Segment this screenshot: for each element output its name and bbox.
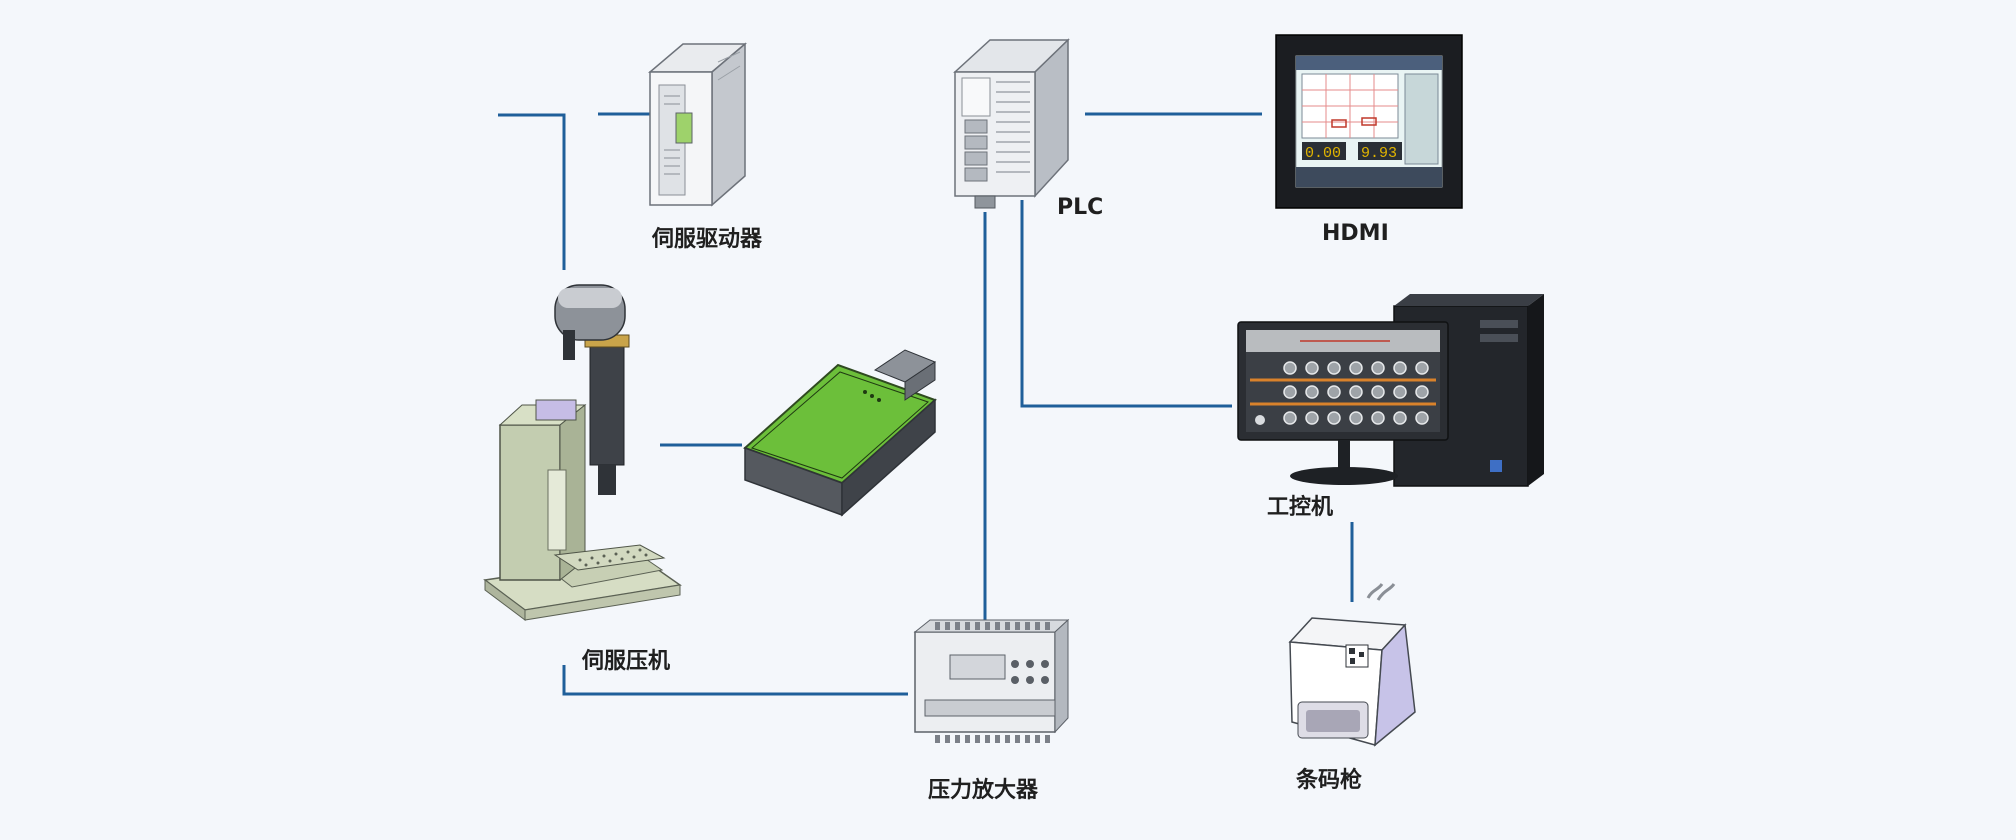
edge-servo-driver-servo-press bbox=[498, 113, 566, 270]
servo-press-label: 伺服压机 bbox=[581, 648, 670, 674]
hmi-value-left: 0.00 bbox=[1305, 145, 1341, 162]
amplifier-label: 压力放大器 bbox=[928, 777, 1039, 803]
servo-driver-icon[interactable] bbox=[647, 42, 748, 207]
plc-label: PLC bbox=[1057, 195, 1103, 220]
hmi-value-right: 9.93 bbox=[1361, 145, 1397, 162]
pressure-amplifier-icon[interactable] bbox=[913, 618, 1070, 743]
plc-icon[interactable] bbox=[953, 38, 1070, 209]
ipc-label: 工控机 bbox=[1267, 494, 1333, 520]
servo-press-icon[interactable] bbox=[483, 284, 682, 621]
sensor-box-icon[interactable] bbox=[743, 349, 937, 517]
edge-servo-press-amplifier bbox=[562, 665, 908, 696]
edge-plc-ipc bbox=[1020, 200, 1232, 408]
hmi-label: HDMI bbox=[1322, 221, 1389, 246]
barcode-scanner-icon[interactable] bbox=[1288, 583, 1416, 747]
industrial-pc-icon[interactable] bbox=[1237, 294, 1544, 487]
scanner-label: 条码枪 bbox=[1295, 767, 1362, 793]
connectors bbox=[498, 112, 1354, 696]
touch-screen-icon[interactable]: 0.00 9.93 bbox=[1275, 34, 1463, 209]
servo-driver-label: 伺服驱动器 bbox=[651, 226, 763, 252]
